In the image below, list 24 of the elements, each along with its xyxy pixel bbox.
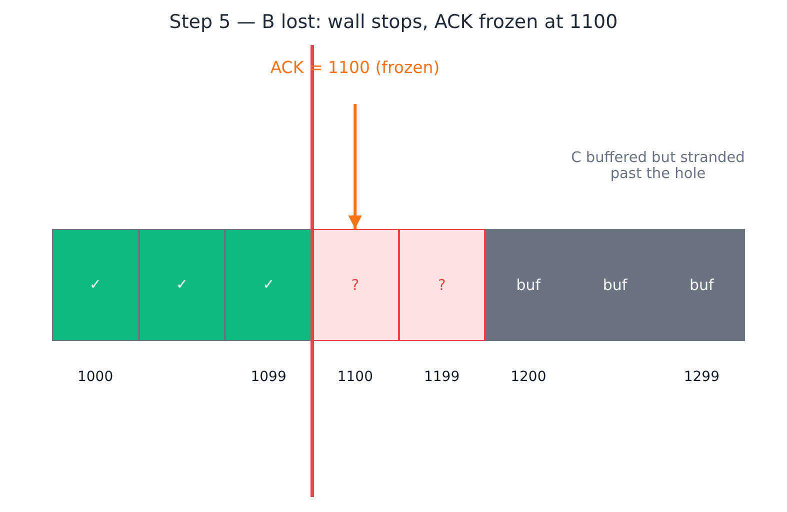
acked-segment — [138, 229, 226, 341]
sequence-number: 1199 — [422, 368, 461, 386]
diagram-title: Step 5 — B lost: wall stops, ACK frozen at 1100 — [168, 10, 619, 34]
arrow — [348, 104, 362, 229]
sequence-number: 1200 — [510, 368, 548, 386]
sequence-number: 1000 — [76, 368, 114, 386]
segment-status: ✓ — [89, 276, 102, 294]
segment-status: buf — [602, 276, 628, 294]
sequence-number: 1099 — [250, 368, 288, 386]
lost-segment — [312, 229, 398, 341]
segment-status: buf — [516, 276, 541, 294]
segment-status: ✓ — [262, 276, 274, 294]
acked-segment — [225, 229, 312, 341]
sequence-number: 1100 — [336, 368, 374, 386]
annotation-note: C buffered but stranded past the hole — [570, 150, 746, 182]
acked-segment — [52, 229, 139, 341]
lost-segment — [398, 229, 486, 341]
segment-status: buf — [690, 276, 714, 294]
segment-status: ? — [438, 276, 446, 294]
buffered-segment — [485, 229, 572, 341]
buffered-segment — [658, 229, 745, 341]
segment-status: ? — [351, 276, 360, 294]
sequence-number: 1299 — [682, 368, 720, 386]
segment-status: ✓ — [176, 276, 188, 294]
